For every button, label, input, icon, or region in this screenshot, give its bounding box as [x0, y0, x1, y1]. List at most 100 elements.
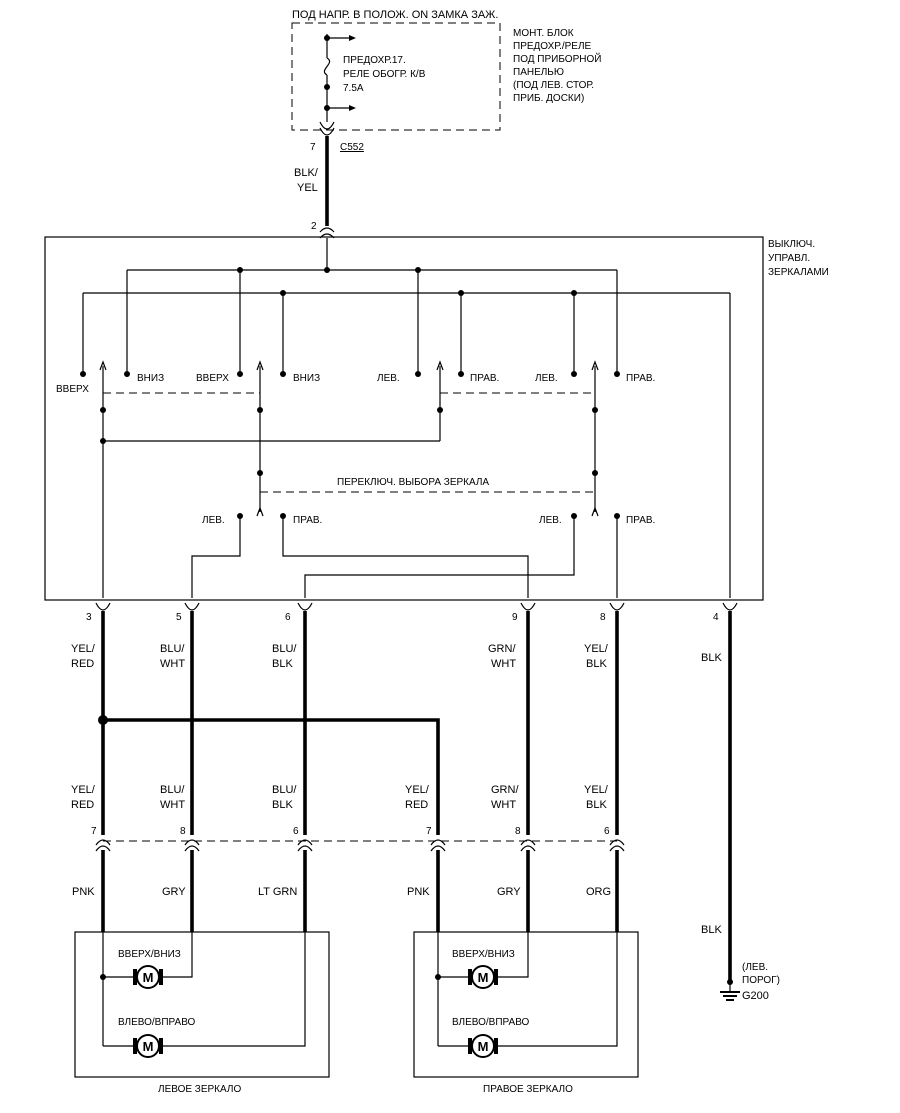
mirror-pin-r6: 6 — [604, 826, 610, 837]
ignition-note: ПОД НАПР. В ПОЛОЖ. ON ЗАМКА ЗАЖ. — [292, 9, 498, 21]
selector-left-1: ЛЕВ. — [202, 515, 225, 526]
wire-3-color-top: YEL/ — [71, 643, 96, 655]
ground-note-1: (ЛЕВ. — [742, 962, 768, 973]
right-mirror: ВВЕРХ/ВНИЗ ВЛЕВО/ВПРАВО M M ПРАВОЕ ЗЕРКА… — [413, 931, 639, 1095]
wire-labels-upper: YEL/ RED BLU/ WHT BLU/ BLK GRN/ WHT YEL/… — [71, 643, 722, 670]
motor-symbol: M — [143, 1039, 154, 1054]
mirror-wire-pnk-left: PNK — [72, 886, 95, 898]
mirror-wire-gry-left: GRY — [162, 886, 186, 898]
connector-c552: C552 — [340, 142, 364, 153]
left-mirror-outline — [74, 931, 330, 1078]
block-line-6: ПРИБ. ДОСКИ) — [513, 93, 584, 104]
mirror-pin-r7: 7 — [426, 826, 432, 837]
mid-wire-5-bottom: WHT — [491, 799, 516, 811]
right-motor-updown-label: ВВЕРХ/ВНИЗ — [452, 949, 515, 960]
wire-9-color-top: GRN/ — [488, 643, 516, 655]
fuse-block-outline — [291, 22, 501, 131]
out-pin-5: 5 — [176, 612, 182, 623]
mirror-selector-switch: ПЕРЕКЛЮЧ. ВЫБОРА ЗЕРКАЛА ЛЕВ. ПРАВ. ЛЕВ.… — [191, 477, 655, 598]
mirror-wire-gry-right: GRY — [497, 886, 521, 898]
out-pin-4: 4 — [713, 612, 719, 623]
selector-right-2: ПРАВ. — [626, 515, 655, 526]
block-line-3: ПОД ПРИБОРНОЙ — [513, 52, 601, 65]
mid-wire-3-top: BLU/ — [272, 784, 297, 796]
block-line-2: ПРЕДОХР./РЕЛЕ — [513, 41, 592, 52]
ground-wire-color: BLK — [701, 924, 722, 936]
harness-wires — [98, 611, 732, 982]
label-down-1: ВНИЗ — [137, 373, 164, 384]
mid-wire-1-top: YEL/ — [71, 784, 96, 796]
selector-left-2: ЛЕВ. — [539, 515, 562, 526]
ground-icon — [720, 991, 740, 1001]
left-motor-leftright: M — [133, 1034, 163, 1058]
label-right-1: ПРАВ. — [470, 373, 499, 384]
mid-wire-4-top: YEL/ — [405, 784, 430, 796]
mirror-wire-ltgrn: LT GRN — [258, 886, 297, 898]
mirror-switch: ВЫКЛЮЧ. УПРАВЛ. ЗЕРКАЛАМИ — [44, 236, 829, 601]
switch-title-3: ЗЕРКАЛАМИ — [768, 267, 829, 278]
label-right-2: ПРАВ. — [626, 373, 655, 384]
label-left-1: ЛЕВ. — [377, 373, 400, 384]
wire-4-color: BLK — [701, 652, 722, 664]
label-down-2: ВНИЗ — [293, 373, 320, 384]
ground-g200: BLK (ЛЕВ. ПОРОГ) G200 — [701, 924, 780, 1002]
wire-6-color-bottom: BLK — [272, 658, 293, 670]
out-pin-8: 8 — [600, 612, 606, 623]
mirror-pin-l8: 8 — [180, 826, 186, 837]
wire-8-color-top: YEL/ — [584, 643, 609, 655]
motor-symbol: M — [143, 970, 154, 985]
feed-wire-color-bottom: YEL — [297, 182, 318, 194]
right-motor-updown: M — [468, 965, 498, 989]
left-motor-updown: M — [133, 965, 163, 989]
fuse-name: РЕЛЕ ОБОГР. К/В — [343, 69, 426, 80]
label-left-2: ЛЕВ. — [535, 373, 558, 384]
wire-labels-middle: YEL/ RED BLU/ WHT BLU/ BLK YEL/ RED GRN/… — [71, 784, 609, 811]
fuse-symbol — [323, 34, 356, 122]
ground-note-2: ПОРОГ) — [742, 975, 780, 986]
leftright-switch-blades — [436, 360, 599, 512]
switch-input-pin: 2 — [311, 221, 317, 232]
selector-title: ПЕРЕКЛЮЧ. ВЫБОРА ЗЕРКАЛА — [337, 477, 489, 488]
left-motor-leftright-label: ВЛЕВО/ВПРАВО — [118, 1017, 196, 1028]
mid-wire-2-top: BLU/ — [160, 784, 185, 796]
mid-wire-4-bottom: RED — [405, 799, 428, 811]
mirror-pin-r8: 8 — [515, 826, 521, 837]
mirror-wire-org: ORG — [586, 886, 611, 898]
right-mirror-outline — [413, 931, 639, 1078]
selector-right-1: ПРАВ. — [293, 515, 322, 526]
mid-wire-6-bottom: BLK — [586, 799, 607, 811]
motor-symbol: M — [478, 1039, 489, 1054]
mirror-pin-l7: 7 — [91, 826, 97, 837]
out-pin-9: 9 — [512, 612, 518, 623]
left-mirror-title: ЛЕВОЕ ЗЕРКАЛО — [158, 1084, 241, 1095]
feed-wire-color-top: BLK/ — [294, 167, 319, 179]
ground-name: G200 — [742, 990, 769, 1002]
label-up-1: ВВЕРХ — [56, 384, 89, 395]
mid-wire-2-bottom: WHT — [160, 799, 185, 811]
mirror-switch-outline — [44, 236, 764, 601]
feed-wire: 7 C552 BLK/ YEL 2 — [294, 121, 364, 239]
switch-title-2: УПРАВЛ. — [768, 253, 810, 264]
label-up-2: ВВЕРХ — [196, 373, 229, 384]
mirror-connectors: 7 8 6 7 8 6 PNK GRY LT GRN PNK GRY ORG — [72, 826, 625, 932]
mirror-wire-pnk-right: PNK — [407, 886, 430, 898]
fuse-rating: 7.5A — [343, 83, 364, 94]
right-motor-leftright-label: ВЛЕВО/ВПРАВО — [452, 1017, 530, 1028]
wire-3-color-bottom: RED — [71, 658, 94, 670]
mirror-pin-l6: 6 — [293, 826, 299, 837]
left-mirror: ВВЕРХ/ВНИЗ ВЛЕВО/ВПРАВО M M ЛЕВОЕ ЗЕРКАЛ… — [74, 931, 330, 1095]
out-pin-6: 6 — [285, 612, 291, 623]
switch-output-connector: 3 5 6 9 8 4 — [86, 602, 738, 623]
block-line-4: ПАНЕЛЬЮ — [513, 67, 564, 78]
switch-title-1: ВЫКЛЮЧ. — [768, 239, 815, 250]
left-motor-updown-label: ВВЕРХ/ВНИЗ — [118, 949, 181, 960]
wire-5-color-bottom: WHT — [160, 658, 185, 670]
right-motor-leftright: M — [468, 1034, 498, 1058]
motor-symbol: M — [478, 970, 489, 985]
fuse-block: ПОД НАПР. В ПОЛОЖ. ON ЗАМКА ЗАЖ. ПРЕДОХР… — [291, 9, 601, 131]
updown-switch-blades — [99, 360, 264, 598]
right-mirror-title: ПРАВОЕ ЗЕРКАЛО — [483, 1084, 573, 1095]
fuse-number: ПРЕДОХР.17. — [343, 55, 406, 66]
